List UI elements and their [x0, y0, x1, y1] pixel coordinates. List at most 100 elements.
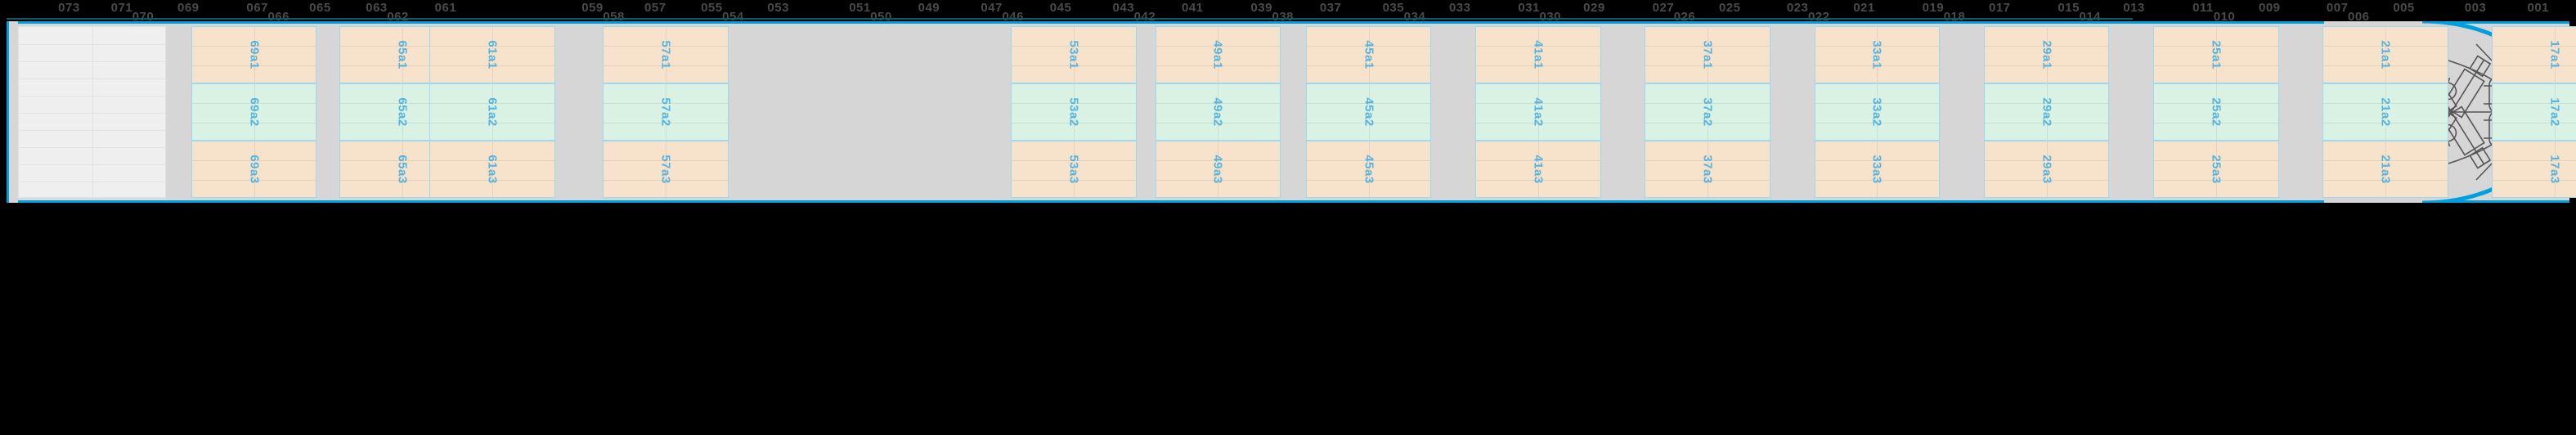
- tier-center-line: [1073, 141, 1075, 197]
- cell-id-label: 29a1: [2040, 40, 2054, 70]
- frame-label-odd: 033: [1448, 1, 1471, 15]
- cargo-bay: 61a1 61a2 61a3: [429, 26, 555, 198]
- container-tier[interactable]: 21a1: [2322, 26, 2448, 83]
- tier-row-lines: [1306, 141, 1431, 197]
- container-tier[interactable]: 21a3: [2322, 141, 2448, 198]
- frame-label-odd: 049: [918, 1, 940, 15]
- tier-row-lines: [2493, 84, 2576, 140]
- container-tier[interactable]: 37a2: [1645, 83, 1770, 141]
- container-tier[interactable]: 41a2: [1475, 83, 1601, 141]
- cell-id-label: 61a1: [485, 40, 500, 70]
- tier-center-line: [2555, 84, 2556, 140]
- cell-id-label: 33a1: [1869, 40, 1884, 70]
- frame-label-odd: 041: [1181, 1, 1204, 15]
- container-tier[interactable]: 41a3: [1475, 141, 1601, 198]
- cell-id-label: 53a1: [1066, 40, 1081, 70]
- tier-row-lines: [2323, 141, 2448, 197]
- cell-id-label: 65a1: [395, 40, 410, 70]
- tier-row-lines: [2154, 27, 2278, 83]
- container-tier[interactable]: 17a2: [2492, 83, 2576, 141]
- frame-label-odd: 021: [1853, 1, 1875, 15]
- tier-center-line: [2555, 141, 2556, 197]
- container-tier[interactable]: 33a3: [1814, 141, 1941, 198]
- container-tier[interactable]: 33a2: [1814, 83, 1941, 141]
- tier-center-line: [402, 141, 403, 197]
- cell-id-label: 53a2: [1066, 97, 1081, 127]
- tier-row-lines: [430, 84, 554, 140]
- tier-row-lines: [339, 141, 464, 197]
- tier-row-lines: [339, 84, 464, 140]
- frame-label-odd: 009: [2259, 1, 2281, 15]
- cell-id-label: 21a1: [2378, 40, 2393, 70]
- cell-id-label: 25a1: [2209, 40, 2224, 70]
- cell-id-label: 41a3: [1531, 155, 1546, 184]
- tier-row-lines: [1815, 27, 1940, 83]
- container-tier[interactable]: 37a3: [1645, 141, 1770, 198]
- container-tier[interactable]: 25a1: [2153, 26, 2279, 83]
- frame-label-odd: 035: [1382, 1, 1405, 15]
- container-tier[interactable]: 17a1: [2492, 26, 2576, 83]
- container-tier[interactable]: 69a3: [191, 141, 317, 198]
- container-tier[interactable]: 45a3: [1305, 141, 1432, 198]
- container-tier[interactable]: 21a2: [2322, 83, 2448, 141]
- container-tier[interactable]: 53a3: [1011, 141, 1137, 198]
- container-tier[interactable]: 57a1: [603, 26, 729, 83]
- cell-id-label: 29a2: [2040, 97, 2054, 127]
- container-tier[interactable]: 61a3: [429, 141, 555, 198]
- frame-label-odd: 055: [701, 1, 723, 15]
- container-tier[interactable]: 17a3: [2492, 141, 2576, 198]
- cell-id-label: 69a1: [247, 40, 262, 70]
- tier-center-line: [492, 141, 494, 197]
- frame-label-odd: 025: [1718, 1, 1741, 15]
- container-tier[interactable]: 49a2: [1155, 83, 1281, 141]
- empty-bay-slot[interactable]: [18, 26, 167, 200]
- container-tier[interactable]: 57a3: [603, 141, 729, 198]
- container-tier[interactable]: 45a1: [1305, 26, 1432, 83]
- container-tier[interactable]: 61a2: [429, 83, 555, 141]
- container-tier[interactable]: 61a1: [429, 26, 555, 83]
- cell-id-label: 61a3: [485, 155, 500, 184]
- frame-label-odd: 039: [1250, 1, 1272, 15]
- tier-center-line: [492, 84, 494, 140]
- tier-center-line: [1877, 141, 1878, 197]
- tier-row-lines: [1645, 84, 1770, 140]
- frame-label-odd: 019: [1922, 1, 1945, 15]
- container-tier[interactable]: 49a3: [1155, 141, 1281, 198]
- frame-label-odd: 069: [177, 1, 200, 15]
- container-tier[interactable]: 69a1: [191, 26, 317, 83]
- container-tier[interactable]: 49a1: [1155, 26, 1281, 83]
- tier-row-lines: [1156, 141, 1281, 197]
- container-tier[interactable]: 37a1: [1645, 26, 1770, 83]
- tier-row-lines: [1984, 141, 2109, 197]
- cell-id-label: 45a1: [1362, 40, 1376, 70]
- container-tier[interactable]: 53a1: [1011, 26, 1137, 83]
- container-tier[interactable]: 29a3: [1983, 141, 2110, 198]
- container-tier[interactable]: 29a1: [1983, 26, 2110, 83]
- container-tier[interactable]: 45a2: [1305, 83, 1432, 141]
- tier-row-lines: [1306, 84, 1431, 140]
- cell-id-label: 57a1: [658, 40, 673, 70]
- container-tier[interactable]: 33a1: [1814, 26, 1941, 83]
- frame-label-odd: 013: [2123, 1, 2145, 15]
- container-tier[interactable]: 25a3: [2153, 141, 2279, 198]
- tier-row-lines: [604, 27, 728, 83]
- cargo-bay: 29a1 29a2 29a3: [1983, 26, 2110, 198]
- tier-center-line: [2215, 27, 2217, 83]
- frame-label-odd: 065: [309, 1, 331, 15]
- container-tier[interactable]: 53a2: [1011, 83, 1137, 141]
- frame-label-even: 022: [1807, 10, 1830, 24]
- container-tier[interactable]: 57a2: [603, 83, 729, 141]
- tier-row-lines: [1815, 84, 1940, 140]
- container-tier[interactable]: 41a1: [1475, 26, 1601, 83]
- container-tier[interactable]: 29a2: [1983, 83, 2110, 141]
- cell-id-label: 21a2: [2378, 97, 2393, 127]
- container-tier[interactable]: 69a2: [191, 83, 317, 141]
- container-tier[interactable]: 25a2: [2153, 83, 2279, 141]
- frame-label-even: 006: [2347, 10, 2370, 24]
- tier-row-lines: [1012, 84, 1136, 140]
- frame-label-odd: 007: [2326, 1, 2349, 15]
